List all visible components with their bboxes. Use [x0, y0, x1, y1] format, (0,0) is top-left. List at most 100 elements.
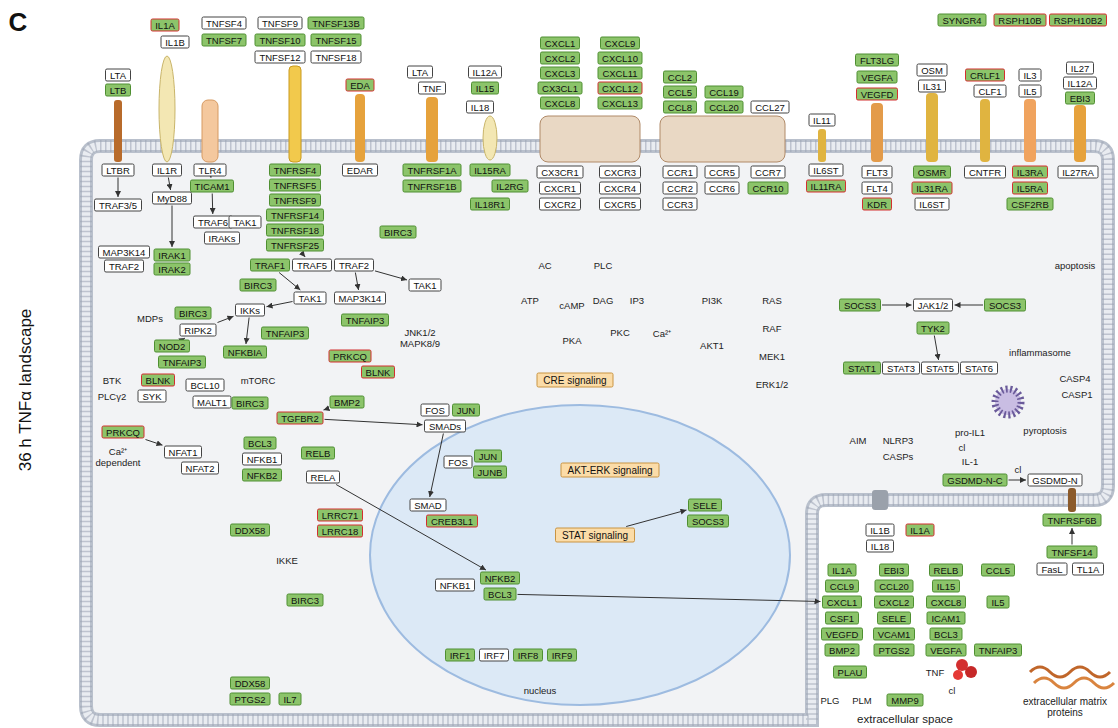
gene-name: TNFRSF9 [274, 195, 317, 206]
gene-box: JUN [474, 450, 502, 463]
gene-name: NFKBIA [228, 347, 262, 358]
gene-name: TGFBR2 [281, 413, 318, 424]
arrow [218, 316, 234, 322]
gene-name: SMAD [414, 500, 441, 511]
gene-box: CXCL12 [598, 82, 643, 95]
gene-box: GSDMD-N-C [943, 474, 1008, 487]
receptor-glyph [1074, 105, 1086, 162]
gene-name: IL1A [832, 565, 852, 576]
gene-box: NFKBIA [223, 346, 267, 359]
label: apoptosis [1055, 260, 1096, 271]
gene-box: TNFSF10 [255, 34, 306, 47]
gene-name: MAP3K14 [103, 247, 146, 258]
gene-name: IL15RA [474, 165, 506, 176]
label: MDPs [137, 313, 163, 324]
gene-name: LTA [412, 67, 428, 78]
gene-box: MAP3K14 [98, 246, 150, 259]
gene-name: SOCS3 [692, 516, 724, 527]
gene-name: STAT5 [926, 363, 954, 374]
gene-box: VEGFA [926, 644, 967, 657]
gene-name: TNFAIP3 [346, 315, 385, 326]
label: pyroptosis [1023, 425, 1066, 436]
gene-box: TNFRSF4 [269, 164, 321, 177]
gene-box: VCAM1 [873, 628, 915, 641]
gene-name: IL31 [923, 81, 942, 92]
gene-box: STAT1 [843, 362, 881, 375]
gene-name: CCL8 [668, 102, 692, 113]
gene-name: SOCS3 [844, 300, 876, 311]
gene-box: IKKs [235, 304, 265, 317]
gene-name: VEGFD [861, 89, 894, 100]
gene-name: PTGS2 [234, 694, 265, 705]
gene-box: IL5 [987, 596, 1010, 609]
gene-box: JUN [452, 404, 480, 417]
label: NLRP3 [883, 435, 914, 446]
gene-box: DDX58 [230, 677, 270, 690]
gene-name: VEGFD [826, 629, 859, 640]
gene-name: CCR1 [667, 167, 693, 178]
gene-box: TNFAIP3 [341, 314, 389, 327]
gene-name: TNFRSF6B [1047, 515, 1096, 526]
label: cl [949, 685, 956, 696]
gene-box: TNFAIP3 [974, 644, 1022, 657]
arrow [955, 305, 984, 306]
gene-name: CCL20 [709, 102, 739, 113]
gene-name: LRRC71 [322, 510, 358, 521]
gene-box: CCL27 [751, 101, 790, 114]
label: cl [1015, 464, 1022, 475]
label: pro-IL1 [955, 427, 985, 438]
receptor-glyph [202, 100, 218, 162]
gene-box: BIRC3 [380, 226, 417, 239]
gene-name: BCL3 [934, 629, 958, 640]
gene-name: TNFSF13B [312, 18, 360, 29]
gene-name: CXCL1 [545, 38, 576, 49]
gene-box: DDX58 [230, 524, 270, 537]
gene-box: TGFBR2 [277, 412, 324, 425]
arrow [301, 253, 305, 258]
gene-name: CRLF1 [970, 70, 1000, 81]
gene-box: IL12A [468, 66, 502, 79]
gene-name: FasL [1041, 564, 1062, 575]
gene-box: FLT4 [862, 182, 893, 195]
gene-name: IL1A [910, 525, 930, 536]
label: PLCγ2 [98, 391, 127, 402]
gene-box: TNFSF9 [258, 17, 303, 30]
gene-box: CCR2 [663, 182, 698, 195]
label: PLM [852, 695, 872, 706]
gene-name: SMADs [429, 421, 461, 432]
gene-name: GSDMD-N [1032, 475, 1077, 486]
gene-box: NFKB2 [242, 469, 282, 482]
gene-box: TLR4 [194, 164, 227, 177]
gene-box: IRF8 [513, 649, 543, 662]
label: mTORC [241, 375, 276, 386]
gene-box: IL7 [279, 693, 302, 706]
label: AC [538, 260, 551, 271]
gene-name: JUN [457, 405, 475, 416]
gene-box: FLT3 [862, 166, 893, 179]
arrow [325, 419, 423, 424]
gene-name: IL1B [165, 37, 185, 48]
gene-name: IL2RG [496, 181, 523, 192]
arrow [626, 510, 686, 526]
gene-box: STAT5 [921, 362, 959, 375]
gene-name: FOS [425, 405, 445, 416]
gene-name: IRAK2 [158, 264, 185, 275]
label: Ca²⁺ dependent [91, 446, 145, 468]
gene-name: BLNK [146, 375, 171, 386]
gene-box: LTA [407, 66, 433, 79]
pore-icon [872, 490, 888, 510]
gene-box: CCL19 [705, 86, 744, 99]
arrow [934, 336, 938, 361]
gene-name: GSDMD-N-C [947, 475, 1002, 486]
receptor-glyph [540, 116, 640, 162]
gene-box: FOS [421, 404, 450, 417]
label: MEK1 [759, 351, 785, 362]
gene-box: CLF1 [974, 85, 1007, 98]
gene-name: NFKB2 [485, 573, 516, 584]
gene-name: CXCR1 [544, 183, 576, 194]
gene-name: IRF1 [450, 650, 471, 661]
gene-box: CXCR1 [539, 182, 581, 195]
gene-name: TNFAIP3 [266, 328, 305, 339]
receptor-glyph [818, 129, 826, 162]
gene-box: IL1A [906, 524, 935, 537]
